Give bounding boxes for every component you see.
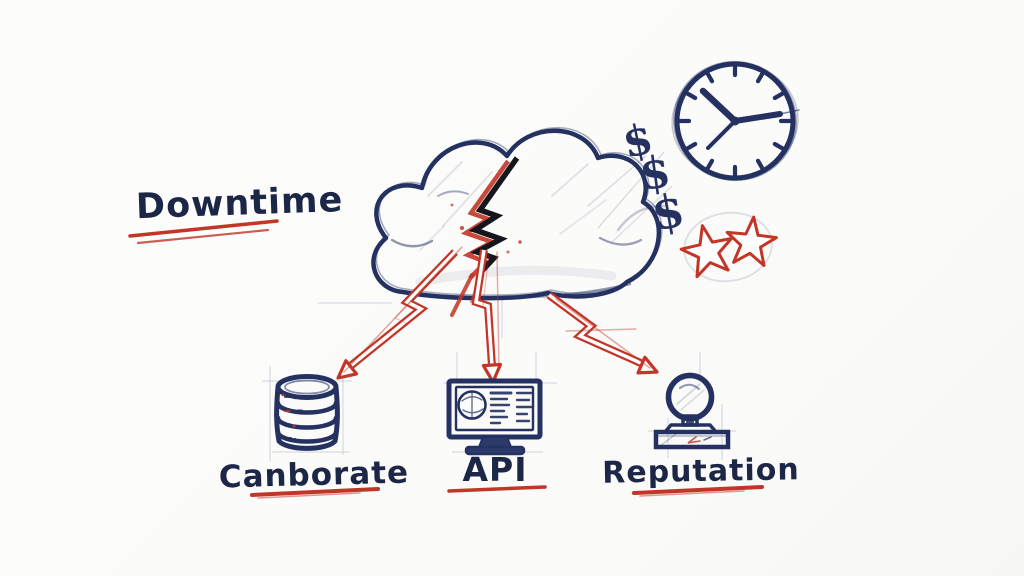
database-underline (250, 487, 380, 497)
stamp-handle (665, 372, 715, 422)
clock-second-hand (706, 119, 737, 150)
clock-ticks (676, 62, 794, 180)
monitor-icon (446, 378, 543, 456)
database-label: Canborate (218, 455, 409, 496)
star-icon (725, 215, 778, 267)
database-icon (274, 374, 340, 451)
star-icons (616, 204, 778, 283)
downtime-title: Downtime (135, 180, 344, 227)
arrow-to-reputation (546, 291, 659, 375)
star-icon (679, 224, 733, 279)
lightning-bolt-icon (450, 156, 522, 317)
cloud-icon (371, 126, 663, 301)
reputation-label-group: Reputation (602, 452, 800, 497)
arrow-to-database (336, 246, 463, 380)
clock-hour-hand (699, 87, 739, 125)
stamp-base (653, 429, 731, 450)
clock-icon (671, 60, 800, 182)
database-label-group: Canborate (218, 455, 410, 499)
downtime-heading: Downtime (128, 180, 344, 245)
dollar-icon: $ (648, 183, 689, 242)
api-label: API (462, 450, 527, 489)
dollar-icon: $ (636, 146, 673, 201)
database-row-marks (281, 393, 303, 441)
clock-minute-hand (732, 111, 783, 124)
arrow-to-api (471, 249, 502, 384)
reputation-label: Reputation (602, 452, 800, 490)
monitor-stand (477, 436, 513, 448)
monitor-base (464, 445, 526, 456)
api-label-group: API (447, 450, 547, 493)
reputation-underline (632, 485, 764, 495)
stamp-icon (653, 372, 731, 450)
api-underline (447, 485, 547, 493)
screen-text-lines (489, 391, 533, 425)
downtime-underline (128, 219, 279, 238)
